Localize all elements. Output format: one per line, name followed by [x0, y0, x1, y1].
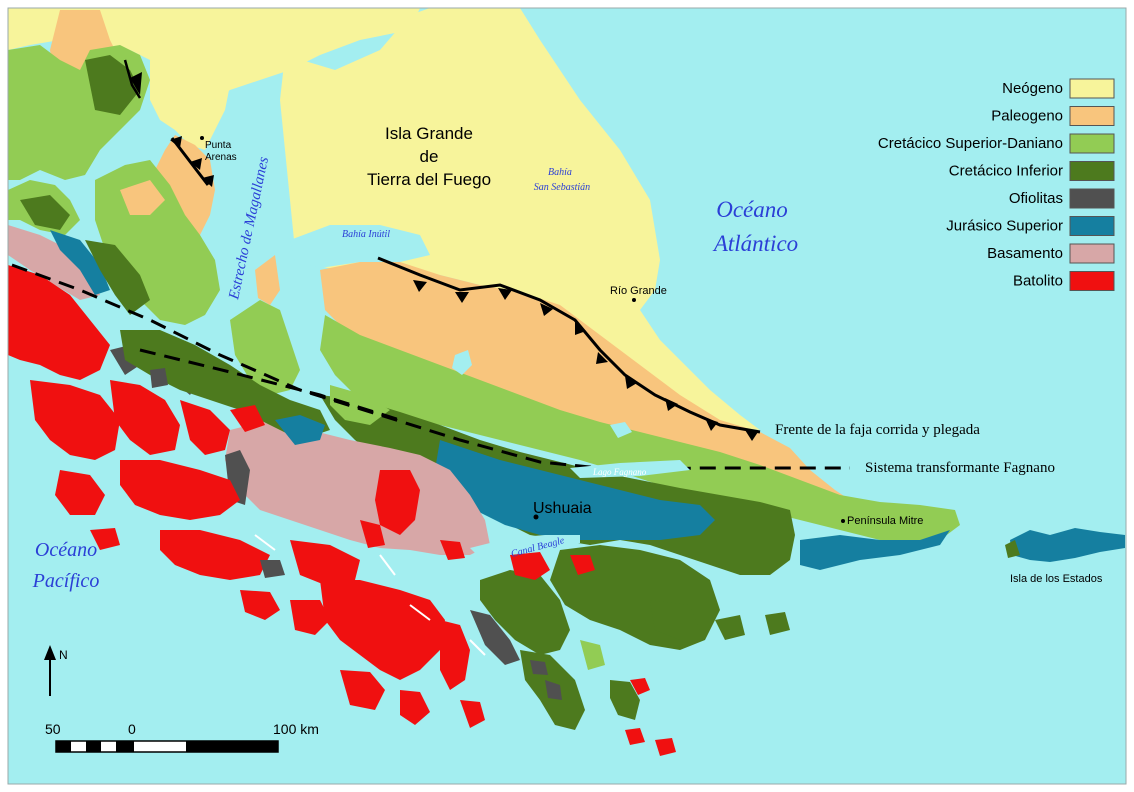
unit-cretacico-inferior-w [20, 195, 70, 230]
label-punta-arenas-1: Punta [205, 140, 232, 151]
unit-cretacico-inferior-small-3 [610, 680, 640, 720]
label-oceano-atlantico-2: Atlántico [712, 231, 798, 256]
scale-label-0: 0 [128, 721, 136, 737]
sistema-fagnano-line-2 [139, 348, 401, 422]
legend-label-paleogeno: Paleogeno [991, 108, 1063, 125]
label-frente-faja: Frente de la faja corrida y plegada [775, 422, 980, 438]
unit-cretacico-inferior-isla-estados [1005, 540, 1020, 558]
label-oceano-pacifico-2: Pacífico [32, 570, 100, 592]
unit-cretacico-superior-s-island [580, 640, 605, 670]
unit-cretacico-inferior-small-1 [715, 615, 745, 640]
label-lago-fagnano: Lago Fagnano [592, 467, 647, 477]
label-bahia-san-sebastian-1: Bahía [548, 167, 572, 178]
unit-neogeno-punta-arenas [150, 60, 230, 150]
legend-swatch-paleogeno [1069, 106, 1115, 126]
legend-swatch-neogeno [1069, 78, 1115, 99]
legend-label-ofiolitas: Ofiolitas [1009, 190, 1063, 207]
canal-beagle-water [470, 535, 580, 558]
peninsula-mitre-dot [841, 519, 845, 523]
unit-cretacico-inferior-e-island [650, 600, 700, 640]
north-arrow [44, 645, 56, 696]
unit-basamento-w [8, 225, 100, 300]
legend-swatch-basamento [1069, 243, 1115, 264]
label-rio-grande: Río Grande [610, 285, 667, 297]
unit-paleogeno-brunswick [120, 180, 165, 215]
map-frame [7, 7, 1127, 785]
unit-neogeno-isla-grande [280, 8, 760, 430]
frente-faja-corrida-line [377, 256, 761, 434]
sistema-fagnano-line [11, 263, 850, 472]
label-peninsula-mitre: Península Mitre [847, 515, 923, 527]
batolito-group [8, 265, 676, 756]
legend-swatch-batolito [1069, 271, 1115, 291]
bahia-inutil-water [290, 225, 430, 268]
label-north: N [59, 648, 68, 662]
unit-basamento-main [225, 420, 490, 555]
unit-jurasico-superior-ushuaia [435, 440, 715, 540]
unit-cretacico-inferior-w2 [85, 240, 150, 315]
legend-label-basamento: Basamento [987, 245, 1063, 262]
north-fault-line [123, 59, 142, 99]
unit-cretacico-inferior-small-2 [765, 612, 790, 635]
label-isla-grande-2: de [420, 147, 439, 166]
scale-label-50: 50 [45, 721, 61, 737]
white-streaks [254, 534, 486, 656]
unit-jurasico-superior-e [800, 530, 950, 570]
label-isla-grande-3: Tierra del Fuego [367, 170, 491, 189]
label-punta-arenas-2: Arenas [205, 152, 237, 163]
unit-paleogeno-belt [320, 262, 850, 500]
legend-swatch-ofiolitas [1069, 188, 1115, 209]
legend-label-batolito: Batolito [1013, 273, 1063, 290]
unit-ofiolitas-2 [470, 610, 520, 665]
unit-cretacico-superior-belt [320, 315, 960, 545]
frente-triangles [413, 280, 758, 441]
unit-neogeno-north-mainland [8, 8, 420, 100]
legend-swatch-cretacico_inferior [1069, 161, 1115, 181]
unit-jurasico-superior-w [50, 230, 110, 295]
unit-jurasico-superior-mid [275, 415, 325, 445]
legend-label-cretacico_inferior: Cretácico Inferior [949, 163, 1063, 180]
lake-fagnano-water [570, 460, 690, 478]
ofiolitas-small-group [150, 368, 562, 700]
label-isla-estados: Isla de los Estados [1010, 573, 1103, 585]
legend-swatch-jurasico_superior [1069, 216, 1115, 236]
unit-paleogeno-dawson [255, 255, 280, 305]
legend-label-jurasico_superior: Jurásico Superior [946, 218, 1063, 235]
label-bahia-inutil: Bahía Inútil [342, 229, 390, 240]
north-fault-triangle [130, 72, 142, 95]
rio-grande-dot [632, 298, 636, 302]
label-isla-grande-1: Isla Grande [385, 124, 473, 143]
label-oceano-atlantico-1: Océano [716, 197, 788, 222]
punta-arenas-dot [200, 136, 204, 140]
label-ushuaia: Ushuaia [533, 500, 592, 517]
legend-label-cretacico_superior_daniano: Cretácico Superior-Daniano [878, 135, 1063, 152]
scale-bar [55, 740, 279, 753]
unit-cretacico-inferior-nw [85, 55, 140, 115]
label-sistema-fagnano: Sistema transformante Fagnano [865, 460, 1055, 476]
label-bahia-san-sebastian-2: San Sebastián [534, 182, 590, 193]
unit-cretacico-superior-dawson-2 [330, 385, 390, 425]
unit-cretacico-superior-dawson [230, 300, 300, 395]
unit-jurasico-superior-isla-estados [1010, 528, 1125, 562]
unit-cretacico-inferior-hoste [480, 570, 570, 655]
legend-swatch-cretacico_superior_daniano [1069, 133, 1115, 154]
label-oceano-pacifico-1: Océano [35, 539, 97, 561]
legend-label-neogeno: Neógeno [1002, 80, 1063, 97]
lake-1 [452, 350, 472, 375]
lake-2 [610, 422, 632, 438]
punta-arenas-triangles [170, 136, 214, 187]
scale-label-100: 100 km [273, 721, 319, 737]
ushuaia-dot [533, 514, 539, 520]
